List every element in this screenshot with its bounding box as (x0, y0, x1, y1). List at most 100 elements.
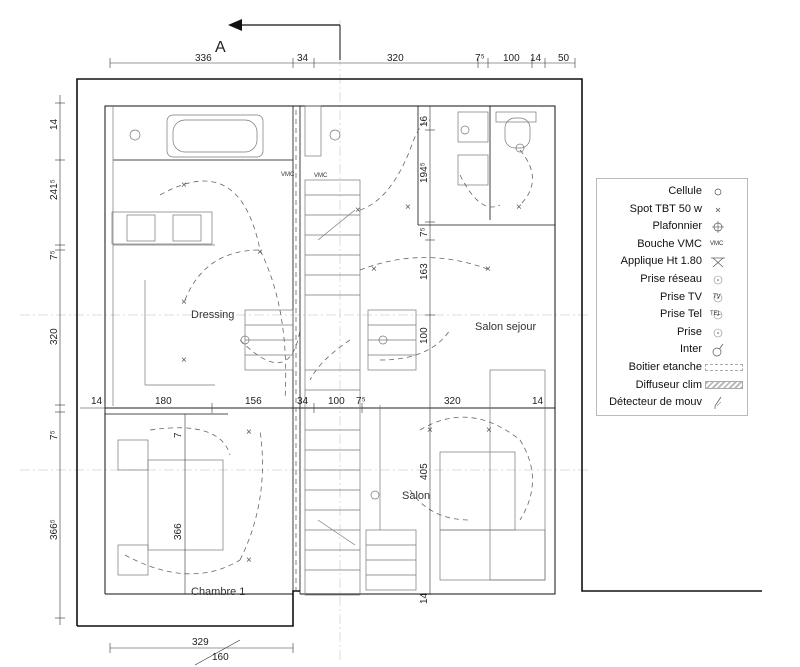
plan-symbols: × × × × × × × × × × × × × (181, 125, 525, 566)
svg-text:7: 7 (173, 432, 184, 438)
legend-label: Prise Tel (660, 308, 702, 321)
vmc-label: VMC (281, 172, 295, 178)
legend-item: Bouche VMC VMC (597, 236, 749, 254)
svg-text:×: × (485, 264, 491, 275)
dimension-left: 14 241⁵ 7⁵ 320 7⁵ 366⁵ (49, 95, 65, 625)
room-label-dressing: Dressing (191, 309, 234, 321)
legend-label: Prise (676, 325, 702, 338)
plafonnier-icon (515, 143, 525, 153)
legend-label: Plafonnier (652, 220, 702, 233)
legend-item: Applique Ht 1.80 (597, 253, 749, 271)
sanitary-fixtures (111, 105, 537, 245)
inter-icon (712, 344, 724, 357)
svg-text:405: 405 (419, 463, 430, 480)
dim-label: 34 (297, 53, 309, 64)
legend-label: Bouche VMC (637, 237, 702, 250)
legend-symbol-tag: VMC (710, 240, 724, 247)
spot-icon (240, 335, 250, 345)
legend-label: Prise TV (660, 290, 702, 303)
boitier-etanche-swatch (705, 364, 743, 371)
prise-tel-icon (713, 310, 723, 320)
legend-label: Spot TBT 50 w (629, 202, 702, 215)
spot-icon (460, 125, 470, 135)
legend-item: Prise (597, 324, 749, 342)
dimension-bottom: 329 160 (109, 637, 294, 666)
legend-item: Boitier etanche (597, 359, 749, 377)
svg-text:366: 366 (173, 523, 184, 540)
svg-text:×: × (516, 202, 522, 213)
furniture (117, 369, 546, 581)
svg-text:×: × (371, 264, 377, 275)
legend-label: Prise réseau (640, 273, 702, 285)
section-label: A (215, 39, 226, 56)
dim-label: 241⁵ (49, 179, 60, 200)
dimension-top: 336 34 320 7⁵ 100 14 50 (109, 53, 576, 68)
legend-label: Applique Ht 1.80 (620, 255, 702, 268)
svg-text:×: × (355, 205, 361, 216)
legend-label: Inter (679, 343, 702, 356)
dim-label: 50 (558, 53, 570, 64)
svg-text:14: 14 (419, 592, 430, 604)
section-marker: A (215, 19, 341, 60)
dim-label: 7⁵ (356, 396, 366, 407)
svg-text:160: 160 (212, 652, 229, 663)
legend-symbol-tag: TEL (710, 311, 722, 318)
svg-text:×: × (181, 297, 187, 308)
spot-icon (378, 335, 388, 345)
dim-label: 100 (328, 396, 345, 407)
prise-icon (713, 328, 723, 338)
legend-item: Diffuseur clim (597, 377, 749, 395)
dim-label: 320 (444, 396, 461, 407)
spot-icon (370, 490, 380, 500)
dim-label: 7⁵ (49, 250, 60, 260)
cellule-icon (714, 188, 722, 196)
svg-text:329: 329 (192, 637, 209, 648)
legend-item: Plafonnier (597, 218, 749, 236)
dim-label: 14 (91, 396, 103, 407)
diffuseur-clim-swatch (705, 380, 743, 389)
prise-reseau-icon (713, 275, 723, 285)
dim-label: 100 (503, 53, 520, 64)
svg-text:×: × (181, 355, 187, 366)
svg-text:16: 16 (419, 115, 430, 127)
svg-text:194⁵: 194⁵ (419, 162, 430, 183)
legend-label: Boitier etanche (628, 361, 702, 373)
dim-label: 180 (155, 396, 172, 407)
detecteur-icon (714, 396, 722, 410)
svg-text:163: 163 (419, 263, 430, 280)
legend-label: Cellule (668, 185, 702, 197)
dim-label: 320 (387, 53, 404, 64)
room-label-chambre: Chambre 1 (191, 586, 245, 598)
legend-item: Inter (597, 341, 749, 359)
dim-label: 14 (49, 118, 60, 130)
svg-text:7⁵: 7⁵ (419, 227, 430, 237)
dim-label: 336 (195, 53, 212, 64)
dimension-middle: 14 180 156 34 100 7⁵ 320 14 (80, 396, 555, 413)
dim-label: 14 (532, 396, 544, 407)
legend-item: Prise Tel TEL (597, 306, 749, 324)
legend-item: Cellule (597, 183, 749, 201)
svg-text:×: × (246, 555, 252, 566)
dim-label: 320 (49, 328, 60, 345)
applique-icon (711, 258, 725, 268)
plafonnier-icon (712, 221, 724, 234)
room-label-salon: Salon (402, 490, 430, 502)
dim-label: 7⁵ (49, 430, 60, 440)
svg-text:100: 100 (419, 327, 430, 344)
legend-item: Détecteur de mouv (597, 394, 749, 412)
interior-walls (105, 106, 555, 594)
prise-tv-icon (713, 293, 723, 302)
spot-icon (715, 207, 721, 212)
legend-label: Diffuseur clim (635, 378, 702, 391)
dim-label: 14 (530, 53, 542, 64)
electrical-circuits (124, 110, 533, 590)
dim-label: 34 (297, 396, 309, 407)
dim-label: 7⁵ (475, 53, 485, 64)
dim-label: 366⁵ (49, 519, 60, 540)
legend-item: Spot TBT 50 w (597, 201, 749, 219)
staircase (244, 179, 417, 596)
svg-text:×: × (181, 180, 187, 191)
